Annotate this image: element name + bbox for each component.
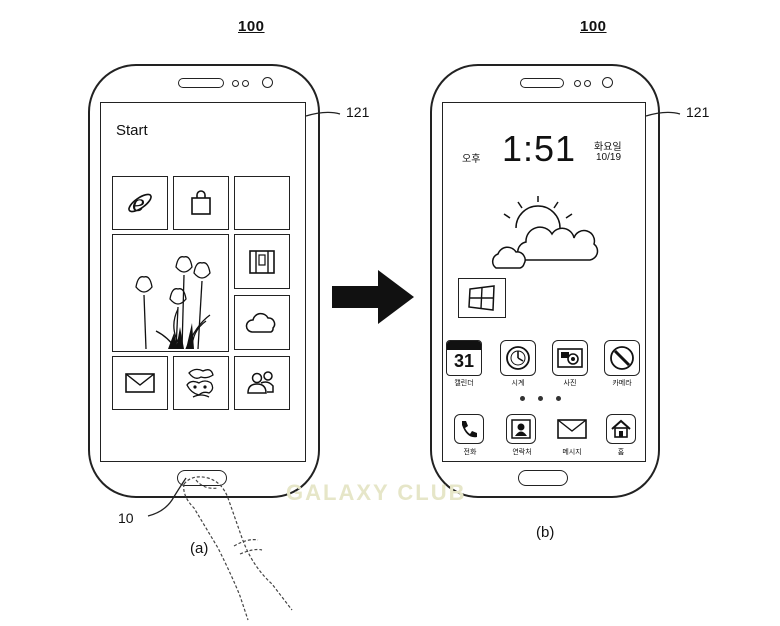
calendar-icon: 31 (453, 351, 475, 371)
weather-sun-cloud-icon (492, 196, 599, 269)
caption-b: (b) (536, 524, 555, 541)
cloud-icon (245, 312, 276, 333)
filmstrip-icon (249, 249, 275, 274)
phone-app[interactable] (454, 414, 484, 444)
message-label: 메시지 (562, 449, 582, 456)
shopping-bag-icon (191, 190, 211, 215)
right-device-ref-label: 100 (580, 18, 607, 35)
windows-logo-icon (468, 285, 495, 311)
internet-explorer-icon: e (128, 192, 152, 217)
store-tile[interactable] (173, 176, 229, 230)
games-tile[interactable] (173, 356, 229, 410)
phone-icon (462, 421, 477, 438)
left-phone-speaker (178, 78, 224, 88)
watermark: GALAXY CLUB (286, 480, 467, 505)
people-icon (247, 371, 274, 394)
clock-date: 10/19 (596, 152, 622, 163)
windows-shortcut[interactable] (458, 278, 506, 318)
contacts-app[interactable] (506, 414, 536, 444)
lens-icon (610, 346, 634, 370)
calendar-header-bar (447, 341, 481, 350)
left-phone-sensor-1 (232, 80, 239, 87)
left-home-button[interactable] (177, 470, 227, 486)
envelope-icon (125, 373, 155, 393)
left-phone-sensor-2 (242, 80, 249, 87)
start-title: Start (116, 122, 148, 139)
message-app[interactable] (556, 416, 588, 442)
camera-icon (557, 348, 583, 368)
home-app[interactable] (606, 414, 636, 444)
camera-label: 카메라 (612, 380, 632, 387)
message-icon (557, 419, 587, 439)
right-phone-screen (442, 102, 646, 462)
calendar-app[interactable]: 31 (446, 340, 482, 376)
page-dot-3[interactable] (556, 396, 561, 401)
media-tile[interactable] (234, 234, 290, 289)
right-phone-sensor-2 (584, 80, 591, 87)
right-phone-sensor-1 (574, 80, 581, 87)
blank-tile[interactable] (234, 176, 290, 230)
right-home-button[interactable] (518, 470, 568, 486)
photo-app[interactable] (552, 340, 588, 376)
photo-label: 사진 (563, 380, 577, 387)
contacts-label: 연락처 (512, 449, 532, 456)
mail-tile[interactable] (112, 356, 168, 410)
tulips-icon (134, 256, 211, 349)
clock-label: 시계 (511, 380, 525, 387)
contacts-icon (511, 419, 531, 439)
page-dot-2[interactable] (538, 396, 543, 401)
game-icon (186, 368, 214, 398)
internet-explorer-tile[interactable]: e (112, 176, 168, 230)
left-phone-camera (262, 77, 273, 88)
ampm-label: 오후 (462, 154, 481, 165)
home-button-ref-label: 10 (118, 510, 134, 526)
people-tile[interactable] (234, 356, 290, 410)
weather-tile[interactable] (234, 295, 290, 350)
transition-arrow (332, 270, 414, 324)
right-phone-camera (602, 77, 613, 88)
home-label: 홈 (617, 449, 625, 456)
left-screen-ref-label: 121 (346, 104, 370, 120)
page-dot-1[interactable] (520, 396, 525, 401)
right-phone-speaker (520, 78, 564, 88)
clock-app[interactable] (500, 340, 536, 376)
left-device-ref-label: 100 (238, 18, 265, 35)
phone-label: 전화 (463, 449, 477, 456)
calendar-label: 캘린더 (454, 380, 474, 387)
photos-tile[interactable] (112, 234, 229, 352)
home-icon (611, 419, 631, 438)
caption-a: (a) (190, 540, 209, 557)
camera-app[interactable] (604, 340, 640, 376)
clock-icon (506, 346, 530, 370)
right-screen-ref-label: 121 (686, 104, 710, 120)
clock-time: 1:51 (502, 128, 577, 169)
clock-weekday: 화요일 (594, 142, 622, 153)
